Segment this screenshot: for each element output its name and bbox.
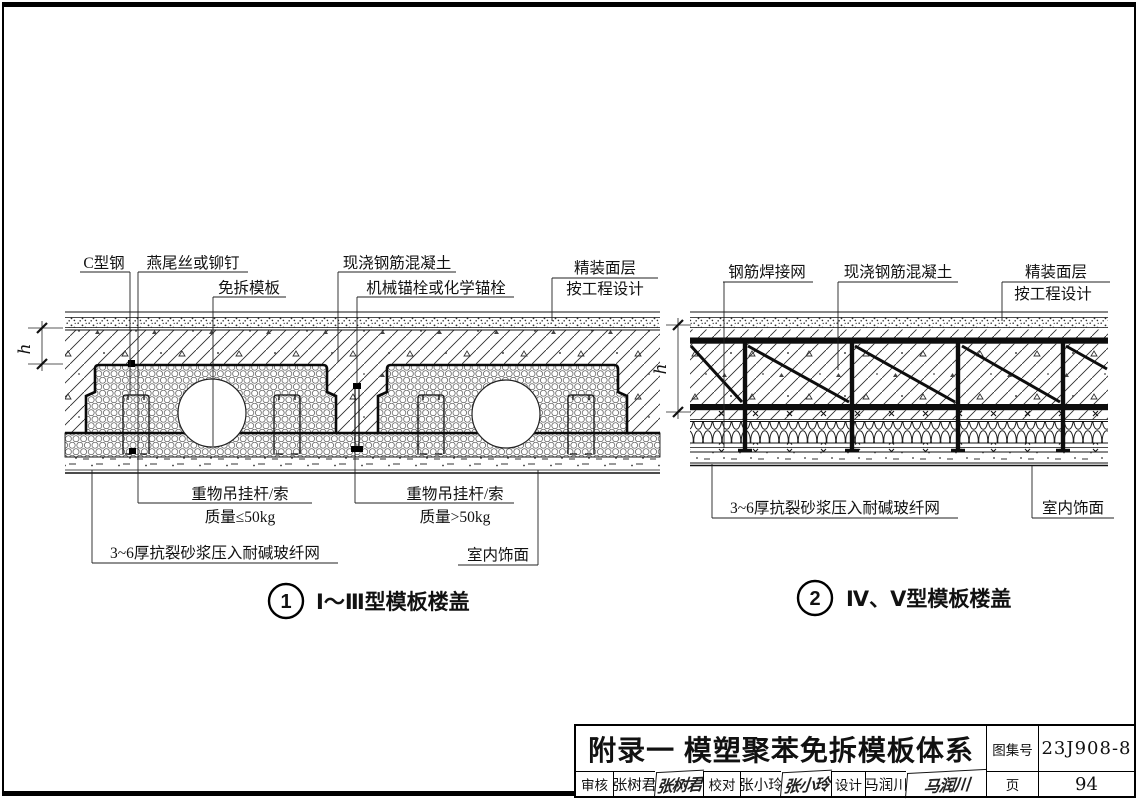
reviewer-signature: 张树君 bbox=[653, 769, 705, 798]
d1-module-hole-2 bbox=[471, 379, 541, 449]
atlas-number-value: 23J908-8 bbox=[1038, 726, 1134, 771]
d1-dim-h-label: h bbox=[15, 344, 35, 355]
sheet-title: 附录一 模塑聚苯免拆模板体系 bbox=[588, 734, 974, 766]
d2-insulation-layer bbox=[690, 421, 1108, 443]
d1-label-hanger-light-1: 重物吊挂杆/索 bbox=[191, 485, 288, 503]
d1-label-finish-2: 按工程设计 bbox=[566, 280, 644, 298]
d2-label-concrete: 现浇钢筋混凝土 bbox=[844, 263, 953, 281]
designer-label: 设计 bbox=[831, 771, 865, 796]
d1-label-anchor: 机械锚栓或化学锚栓 bbox=[366, 279, 506, 297]
page-label: 页 bbox=[986, 771, 1038, 796]
d1-concrete bbox=[65, 329, 660, 433]
d2-caption: 2 Ⅳ、Ⅴ型模板楼盖 bbox=[796, 579, 1011, 617]
d2-dimension-h: h bbox=[651, 318, 691, 419]
detail-2-section: h 钢筋焊接网 现浇钢筋混凝土 精装面层 按工程设计 3~6厚抗裂砂浆压入耐碱玻… bbox=[651, 263, 1114, 617]
checker-signature: 张小玲 bbox=[779, 769, 833, 798]
d1-labels: C型钢 燕尾丝或铆钉 免拆模板 现浇钢筋混凝土 机械锚栓或化学锚栓 精装面层 按… bbox=[83, 254, 643, 564]
d2-top-rebar-bar bbox=[690, 337, 1108, 344]
d1-leader-lines bbox=[80, 271, 658, 566]
d1-label-c-steel: C型钢 bbox=[83, 254, 124, 272]
d1-mortar-layer bbox=[65, 456, 660, 474]
designer-name: 马润川 bbox=[865, 771, 906, 796]
d2-label-interior-finish: 室内饰面 bbox=[1042, 499, 1104, 517]
d1-label-hanger-heavy-1: 重物吊挂杆/索 bbox=[406, 485, 503, 503]
d2-finish-layer bbox=[690, 317, 1108, 328]
d1-label-interior-finish: 室内饰面 bbox=[467, 546, 529, 564]
designer-signature: 马润川 bbox=[904, 768, 988, 799]
d1-label-dovetail: 燕尾丝或铆钉 bbox=[146, 254, 239, 272]
d2-leader-lines bbox=[711, 281, 1114, 519]
d1-finish-layer bbox=[65, 317, 660, 328]
d2-bottom-rebar-bar bbox=[690, 404, 1108, 411]
d2-screed-strip bbox=[690, 329, 1108, 338]
d1-caption: 1 Ⅰ～Ⅲ型模板楼盖 bbox=[267, 582, 470, 620]
d1-label-formwork: 免拆模板 bbox=[218, 279, 280, 297]
reviewer-label: 审核 bbox=[576, 771, 613, 796]
d1-label-concrete: 现浇钢筋混凝土 bbox=[343, 254, 452, 272]
detail-1-section: h C型钢 燕尾丝或铆钉 免拆模板 现浇钢筋混凝土 机械锚栓或化学锚栓 精装面层… bbox=[15, 254, 661, 620]
d1-label-mortar-mesh: 3~6厚抗裂砂浆压入耐碱玻纤网 bbox=[110, 544, 320, 562]
d1-label-hanger-light-2: 质量≤50kg bbox=[205, 508, 276, 526]
d1-label-finish-1: 精装面层 bbox=[574, 259, 636, 277]
d2-dim-h-label: h bbox=[651, 364, 671, 375]
d1-caption-number: 1 bbox=[280, 591, 291, 613]
d2-concrete bbox=[690, 343, 1108, 404]
d2-caption-text: Ⅳ、Ⅴ型模板楼盖 bbox=[846, 587, 1011, 611]
d1-caption-circle bbox=[267, 582, 305, 620]
atlas-number-label: 图集号 bbox=[986, 726, 1038, 771]
d2-truss-posts bbox=[738, 337, 1070, 453]
d2-label-finish-1: 精装面层 bbox=[1025, 263, 1087, 281]
checker-label: 校对 bbox=[703, 771, 740, 796]
reviewer-name: 张树君 bbox=[613, 771, 655, 796]
d2-caption-circle bbox=[796, 579, 834, 617]
d1-anchor-bolt bbox=[351, 383, 363, 452]
d2-labels: 钢筋焊接网 现浇钢筋混凝土 精装面层 按工程设计 3~6厚抗裂砂浆压入耐碱玻纤网… bbox=[728, 263, 1104, 517]
d2-lower-strips bbox=[690, 410, 1108, 467]
d1-dovetail-screw-mark bbox=[128, 360, 135, 367]
d2-label-welded-mesh: 钢筋焊接网 bbox=[728, 263, 806, 281]
page-number: 94 bbox=[1038, 771, 1134, 796]
d1-dimension-h: h bbox=[15, 321, 63, 371]
d2-label-mortar-mesh: 3~6厚抗裂砂浆压入耐碱玻纤网 bbox=[730, 499, 940, 517]
checker-name: 张小玲 bbox=[740, 771, 781, 796]
d2-caption-number: 2 bbox=[809, 588, 820, 610]
d2-mortar-layer bbox=[690, 452, 1108, 463]
d1-label-hanger-heavy-2: 质量>50kg bbox=[420, 508, 491, 526]
d1-channel-screw-mark bbox=[129, 448, 136, 454]
d1-c-channels bbox=[122, 394, 595, 455]
title-block: 附录一 模塑聚苯免拆模板体系 图集号 23J908-8 审核 张树君 张树君 校… bbox=[574, 724, 1136, 799]
d1-caption-text: Ⅰ～Ⅲ型模板楼盖 bbox=[316, 590, 470, 614]
d2-truss-diagonals bbox=[689, 344, 1108, 404]
d1-module-hole-1 bbox=[177, 378, 247, 448]
d2-label-finish-2: 按工程设计 bbox=[1014, 285, 1092, 303]
